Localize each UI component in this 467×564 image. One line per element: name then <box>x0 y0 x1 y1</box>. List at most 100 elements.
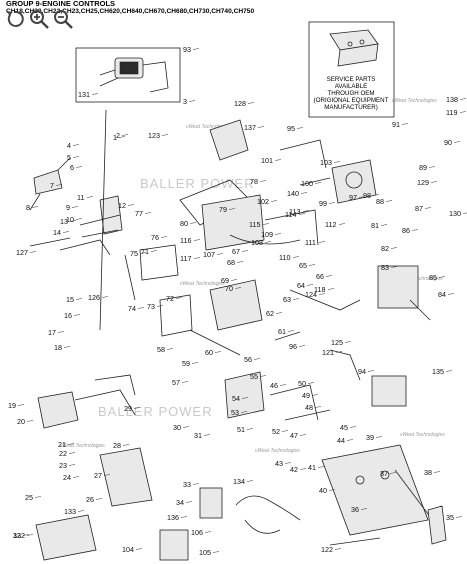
callout-60: 60 <box>205 348 213 357</box>
leader-line <box>63 346 71 348</box>
callout-118: 118 <box>314 285 325 294</box>
leader-line <box>349 426 357 428</box>
leader-line <box>95 498 103 500</box>
callout-9: 9 <box>66 203 70 212</box>
leader-line <box>75 298 83 300</box>
leader-line <box>144 212 152 214</box>
leader-line <box>247 102 255 104</box>
leader-line <box>358 196 366 198</box>
leader-line <box>372 194 380 196</box>
leader-line <box>192 483 200 485</box>
zoom-toolbar <box>4 8 74 32</box>
leader-line <box>390 266 398 268</box>
leader-line <box>133 407 141 409</box>
leader-line <box>307 382 315 384</box>
title-line-1: GROUP 9-ENGINE CONTROLS <box>6 0 116 8</box>
rotate-icon[interactable] <box>4 8 26 30</box>
callout-50: 50 <box>298 379 306 388</box>
callout-16: 16 <box>64 311 72 320</box>
leader-line <box>77 510 85 512</box>
callout-124: 124 <box>305 290 317 299</box>
leader-line <box>459 98 467 100</box>
leader-line <box>334 548 342 550</box>
leader-line <box>193 239 201 241</box>
leader-line <box>72 476 80 478</box>
callout-28: 28 <box>113 441 121 450</box>
watermark-small: vWeat Technologies <box>180 281 225 287</box>
callout-87: 87 <box>415 204 423 213</box>
callout-86: 86 <box>402 226 410 235</box>
leader-line <box>299 434 307 436</box>
callout-121: 121 <box>322 348 334 357</box>
page-title: GROUP 9-ENGINE CONTROLS CH18,CH20,CH22,C… <box>6 0 254 16</box>
leader-line <box>17 404 25 406</box>
callout-110: 110 <box>279 253 290 262</box>
governor-linkage <box>124 194 319 301</box>
callout-131: 131 <box>78 90 90 99</box>
callout-91: 91 <box>392 120 400 129</box>
callout-79: 79 <box>219 205 227 214</box>
leader-line <box>308 264 316 266</box>
leader-line <box>73 314 81 316</box>
callout-107: 107 <box>203 250 215 259</box>
callout-25: 25 <box>25 493 33 502</box>
leader-line <box>257 126 265 128</box>
callout-99: 99 <box>319 199 327 208</box>
leader-line <box>318 241 326 243</box>
callout-95: 95 <box>287 124 295 133</box>
leader-line <box>26 420 34 422</box>
callout-105: 105 <box>199 548 211 557</box>
leader-line <box>453 141 461 143</box>
leader-line <box>212 551 220 553</box>
callout-101: 101 <box>261 156 273 165</box>
callout-104: 104 <box>122 545 134 554</box>
leader-line <box>246 428 254 430</box>
leader-line <box>150 250 158 252</box>
leader-line <box>298 345 306 347</box>
leader-line <box>75 166 83 168</box>
carburetor-assembly <box>279 139 377 204</box>
leader-line <box>270 200 278 202</box>
callout-98: 98 <box>363 191 371 200</box>
zoom-in-icon[interactable] <box>28 8 50 30</box>
leader-line <box>71 206 79 208</box>
callout-129: 129 <box>417 178 429 187</box>
choke-cable <box>229 234 361 381</box>
zoom-out-icon[interactable] <box>52 8 74 30</box>
callout-56: 56 <box>244 355 252 364</box>
callout-1: 1 <box>113 133 117 142</box>
callout-128: 128 <box>234 99 246 108</box>
leader-line <box>306 284 314 286</box>
throttle-plate <box>321 444 447 545</box>
leader-line <box>390 247 398 249</box>
callout-39: 39 <box>366 433 374 442</box>
callout-26: 26 <box>86 495 94 504</box>
callout-133: 133 <box>64 507 76 516</box>
service-parts-note: SERVICE PARTS AVAILABLE THROUGH OEM (ORI… <box>311 76 391 111</box>
leader-line <box>230 279 238 281</box>
leader-line <box>29 251 37 253</box>
leader-line <box>246 480 254 482</box>
leader-line <box>69 220 77 222</box>
watermark: BALLER POWER <box>98 404 213 419</box>
callout-29: 29 <box>124 404 132 413</box>
leader-line <box>300 192 308 194</box>
leader-line <box>298 213 306 215</box>
watermark-small: vWeat Technologies <box>255 448 300 454</box>
callout-18: 18 <box>54 343 62 352</box>
callout-27: 27 <box>94 471 102 480</box>
service-parts-box <box>308 21 395 118</box>
callout-134: 134 <box>233 477 245 486</box>
callout-96: 96 <box>289 342 297 351</box>
callout-6: 6 <box>70 163 74 172</box>
callout-136: 136 <box>167 513 179 522</box>
leader-line <box>189 222 197 224</box>
leader-line <box>156 305 164 307</box>
callout-73: 73 <box>147 302 155 311</box>
callout-66: 66 <box>316 272 324 281</box>
leader-line <box>34 496 42 498</box>
leader-line <box>67 443 75 445</box>
leader-line <box>91 93 99 95</box>
service-note-line: (ORIGIONAL EQUIPMENT <box>313 97 389 104</box>
callout-59: 59 <box>182 359 190 368</box>
